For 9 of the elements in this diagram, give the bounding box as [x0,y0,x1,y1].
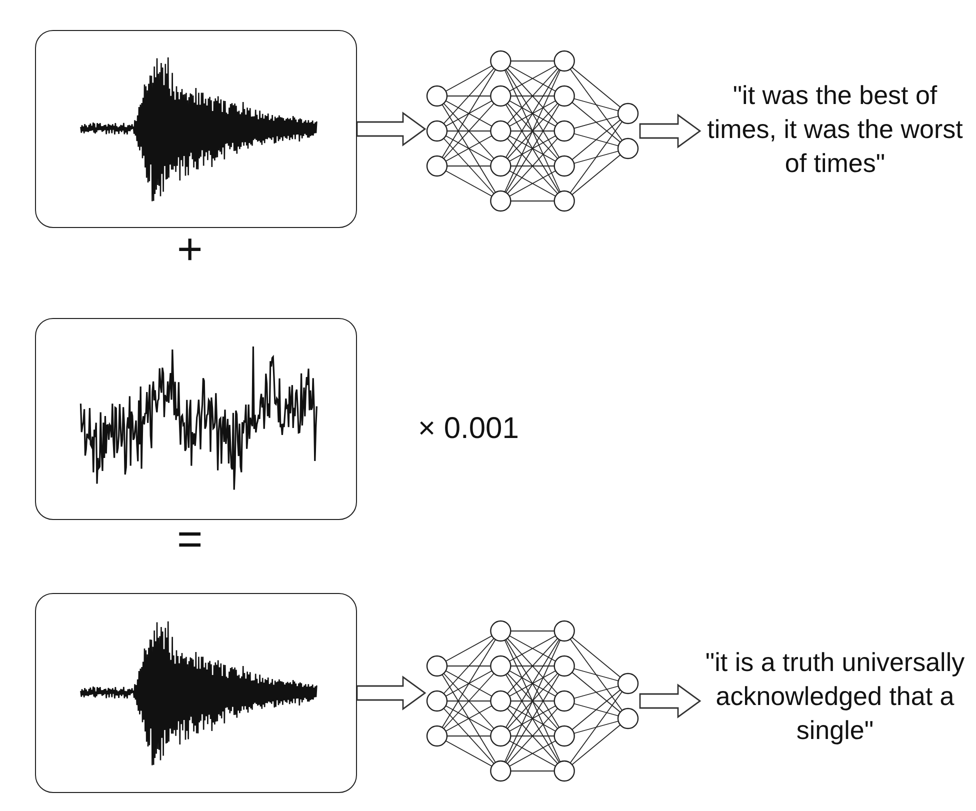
hollow-arrow [639,114,702,148]
hollow-arrow [356,676,426,710]
transcript-text: "it is a truth universally acknowledged that a single" [700,612,970,782]
operator-symbol: = [177,515,203,565]
scale-factor-label: × 0.001 [418,412,519,446]
operator-symbol: + [177,225,203,275]
transcript-text: "it was the best of times, it was the worst of times" [700,50,970,210]
hollow-arrow [639,684,702,718]
hollow-arrow [356,112,426,146]
